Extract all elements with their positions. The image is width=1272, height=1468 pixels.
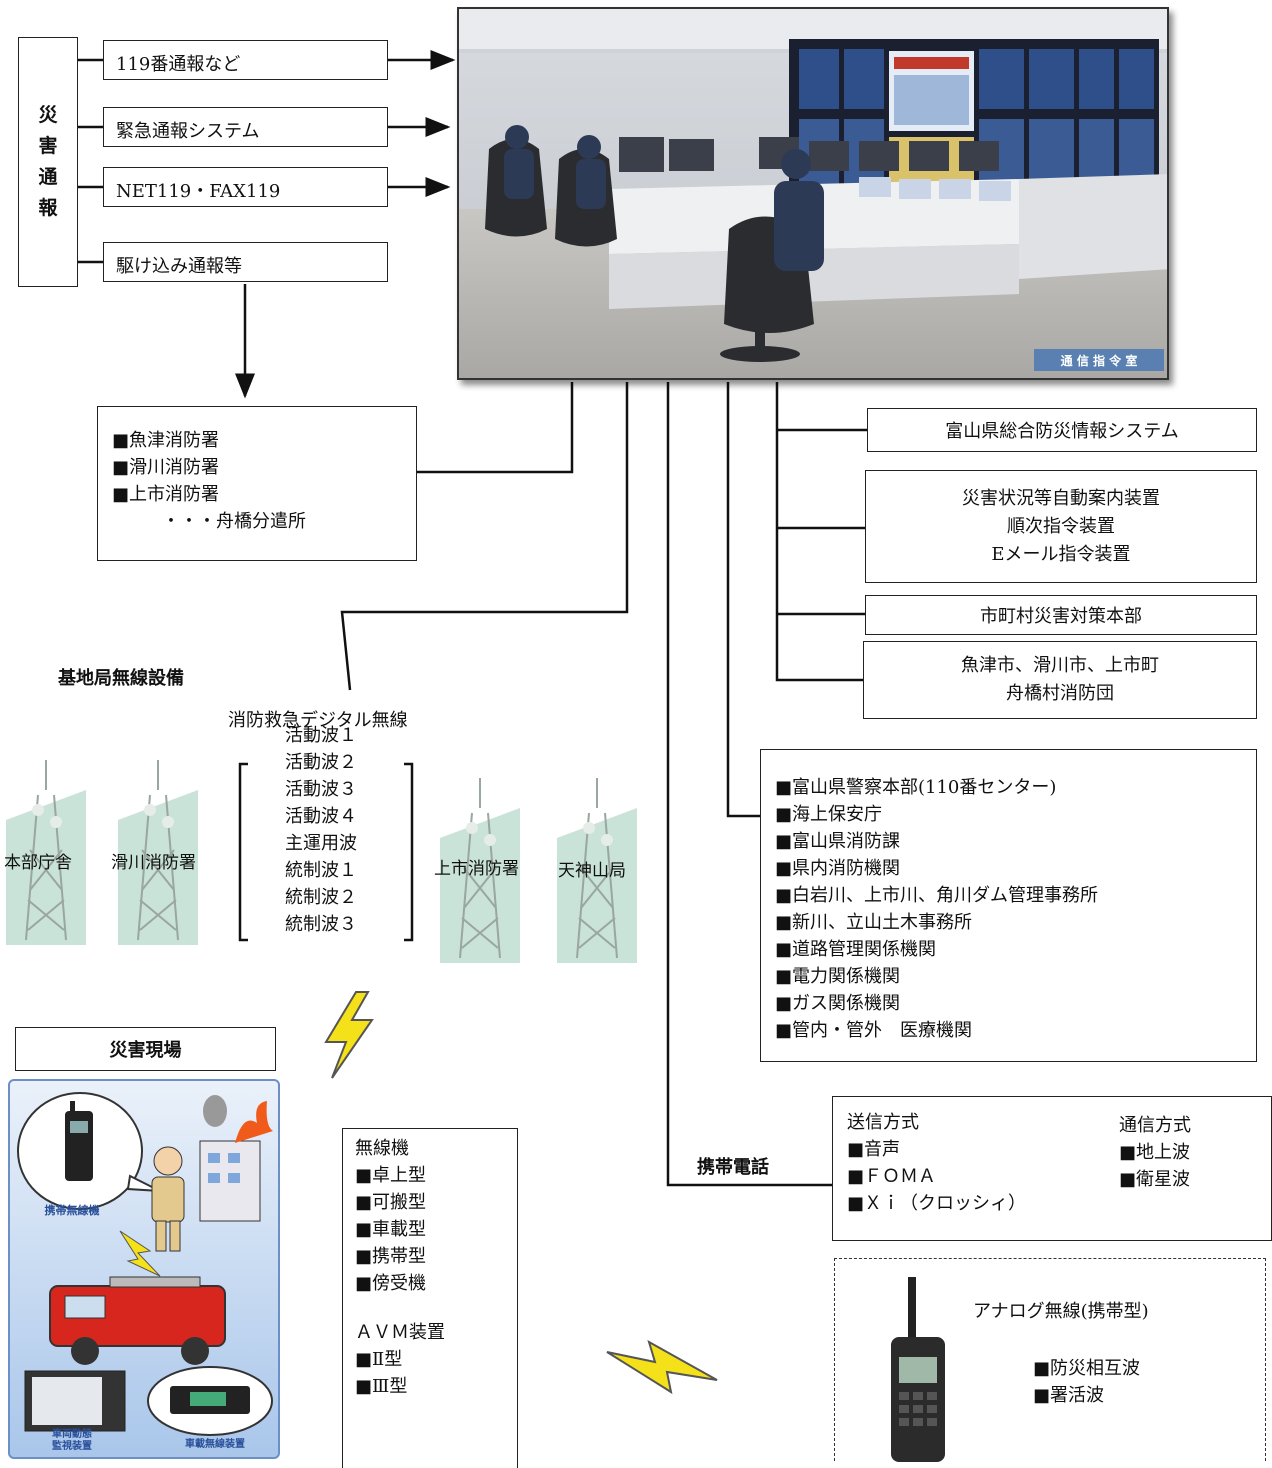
channel-label: 駆け込み通報等 — [116, 256, 242, 277]
agency-item: ■富山県消防課 — [775, 831, 901, 852]
radio-title: 無線機 — [355, 1138, 409, 1159]
analog-title: アナログ無線(携帯型) — [973, 1301, 1149, 1322]
radio-item: ■傍受機 — [355, 1273, 427, 1294]
box-line: Eメール指令装置 — [991, 543, 1131, 565]
radio-item: ■可搬型 — [355, 1192, 427, 1213]
send-method-group: 送信方式 ■音声 ■ＦＯＭＡ ■Ｘｉ（クロッシィ） — [847, 1109, 1026, 1217]
command-center-photo: 通 信 指 令 室 — [457, 7, 1169, 380]
send-title: 送信方式 — [847, 1112, 919, 1133]
box-label: 富山県総合防災情報システム — [945, 421, 1179, 442]
agency-item: ■海上保安庁 — [775, 804, 883, 825]
agency-item: ■富山県警察本部(110番センター) — [775, 777, 1057, 798]
agency-item: ■県内消防機関 — [775, 858, 901, 879]
fire-brigade-box: 魚津市、滑川市、上市町 舟橋村消防団 — [863, 641, 1257, 719]
station-item: ■上市消防署 — [112, 484, 220, 505]
channel-box-walk-in: 駆け込み通報等 — [103, 242, 388, 282]
lightning-icon — [324, 991, 374, 1079]
site-label: 携帯無線機 — [45, 1203, 100, 1217]
disaster-site-illustration: 携帯無線機 車両動態監視装置 車載無線装置 — [8, 1079, 280, 1459]
agency-item: ■管内・管外 医療機関 — [775, 1020, 973, 1041]
channel-label: 緊急通報システム — [116, 121, 260, 142]
lightning-icon — [606, 1340, 718, 1395]
channel-box-net119-fax119: NET119・FAX119 — [103, 167, 388, 207]
avm-title: ＡＶＭ装置 — [355, 1322, 445, 1343]
mobile-box: 送信方式 ■音声 ■ＦＯＭＡ ■Ｘｉ（クロッシィ） 通信方式 ■地上波 ■衛星波 — [832, 1096, 1272, 1241]
wave-item: 統制波３ — [285, 914, 357, 935]
send-item: ■ＦＯＭＡ — [847, 1166, 937, 1187]
disaster-report-label-box: 災 害 通 報 — [18, 37, 78, 287]
disaster-report-char: 報 — [38, 197, 58, 219]
box-line: 順次指令装置 — [1007, 515, 1115, 537]
tower-icon — [557, 778, 637, 963]
radio-item: ■卓上型 — [355, 1165, 427, 1186]
site-heading-label: 災害現場 — [109, 1040, 182, 1061]
tower-label: 上市消防署 — [434, 859, 519, 879]
analog-radio-box: アナログ無線(携帯型) ■防災相互波 ■署活波 — [834, 1258, 1266, 1462]
agency-item: ■新川、立山土木事務所 — [775, 912, 973, 933]
box-line: 災害状況等自動案内装置 — [962, 487, 1160, 509]
agency-item: ■道路管理関係機関 — [775, 939, 937, 960]
wave-list: 活動波１ 活動波２ 活動波３ 活動波４ 主運用波 統制波１ 統制波２ 統制波３ — [285, 722, 357, 938]
channel-box-119: 119番通報など — [103, 40, 388, 80]
wave-item: 主運用波 — [285, 833, 357, 854]
send-item: ■音声 — [847, 1139, 901, 1160]
box-line: 魚津市、滑川市、上市町 — [961, 655, 1159, 676]
wave-item: 活動波１ — [285, 725, 357, 746]
disaster-report-char: 災 — [38, 104, 58, 126]
analog-item: ■防災相互波 — [1033, 1358, 1141, 1379]
handheld-radio-icon — [891, 1277, 945, 1462]
agency-item: ■白岩川、上市川、角川ダム管理事務所 — [775, 885, 1099, 906]
tower-label: 天神山局 — [558, 861, 626, 881]
comm-title: 通信方式 — [1119, 1115, 1191, 1136]
station-item: ■滑川消防署 — [112, 457, 220, 478]
radio-equipment-box: 無線機 ■卓上型 ■可搬型 ■車載型 ■携帯型 ■傍受機 ＡＶＭ装置 ■Ⅱ型 ■… — [342, 1128, 518, 1468]
comm-item: ■衛星波 — [1119, 1169, 1191, 1190]
wave-item: 統制波１ — [285, 860, 357, 881]
toyama-disaster-info-box: 富山県総合防災情報システム — [867, 408, 1257, 452]
radio-item: ■携帯型 — [355, 1246, 427, 1267]
channel-box-emergency-system: 緊急通報システム — [103, 107, 388, 147]
box-label: 市町村災害対策本部 — [980, 606, 1142, 627]
tower-label: 滑川消防署 — [111, 853, 196, 873]
disaster-report-char: 通 — [38, 166, 58, 188]
site-label: 車載無線装置 — [185, 1437, 245, 1450]
tower-label: 本部庁舎 — [4, 853, 72, 873]
wave-item: 活動波２ — [285, 752, 357, 773]
analog-items: ■防災相互波 ■署活波 — [1033, 1355, 1140, 1409]
tower-icon — [6, 760, 86, 945]
site-label: 車両動態監視装置 — [52, 1427, 92, 1452]
avm-item: ■Ⅲ型 — [355, 1376, 408, 1397]
disaster-report-char: 害 — [38, 135, 58, 157]
wave-item: 活動波４ — [285, 806, 357, 827]
agencies-box: ■富山県警察本部(110番センター) ■海上保安庁 ■富山県消防課 ■県内消防機… — [760, 749, 1257, 1062]
wave-item: 統制波２ — [285, 887, 357, 908]
send-item: ■Ｘｉ（クロッシィ） — [847, 1193, 1027, 1214]
agency-item: ■ガス関係機関 — [775, 993, 901, 1014]
agency-item: ■電力関係機関 — [775, 966, 901, 987]
wave-brackets — [238, 762, 414, 942]
comm-item: ■地上波 — [1119, 1142, 1191, 1163]
radio-item: ■車載型 — [355, 1219, 427, 1240]
comm-method-group: 通信方式 ■地上波 ■衛星波 — [1119, 1112, 1191, 1193]
channel-label: NET119・FAX119 — [116, 181, 281, 202]
base-station-heading: 基地局無線設備 — [58, 668, 184, 689]
stations-box: ■魚津消防署 ■滑川消防署 ■上市消防署 ・・・舟橋分遣所 — [97, 406, 417, 561]
channel-label: 119番通報など — [116, 54, 241, 75]
auto-guidance-box: 災害状況等自動案内装置 順次指令装置 Eメール指令装置 — [865, 470, 1257, 583]
mobile-label: 携帯電話 — [697, 1157, 769, 1178]
wave-item: 活動波３ — [285, 779, 357, 800]
tower-icon — [440, 778, 520, 963]
station-item: ・・・舟橋分遣所 — [162, 511, 306, 532]
analog-item: ■署活波 — [1033, 1385, 1105, 1406]
avm-item: ■Ⅱ型 — [355, 1349, 403, 1370]
station-item: ■魚津消防署 — [112, 430, 220, 451]
photo-caption: 通 信 指 令 室 — [1061, 353, 1138, 368]
tower-icon — [118, 760, 198, 945]
disaster-site-heading: 災害現場 — [15, 1027, 276, 1071]
box-line: 舟橋村消防団 — [1006, 683, 1114, 704]
municipal-hq-box: 市町村災害対策本部 — [865, 595, 1257, 635]
radio-title: 消防救急デジタル無線 — [228, 710, 408, 731]
